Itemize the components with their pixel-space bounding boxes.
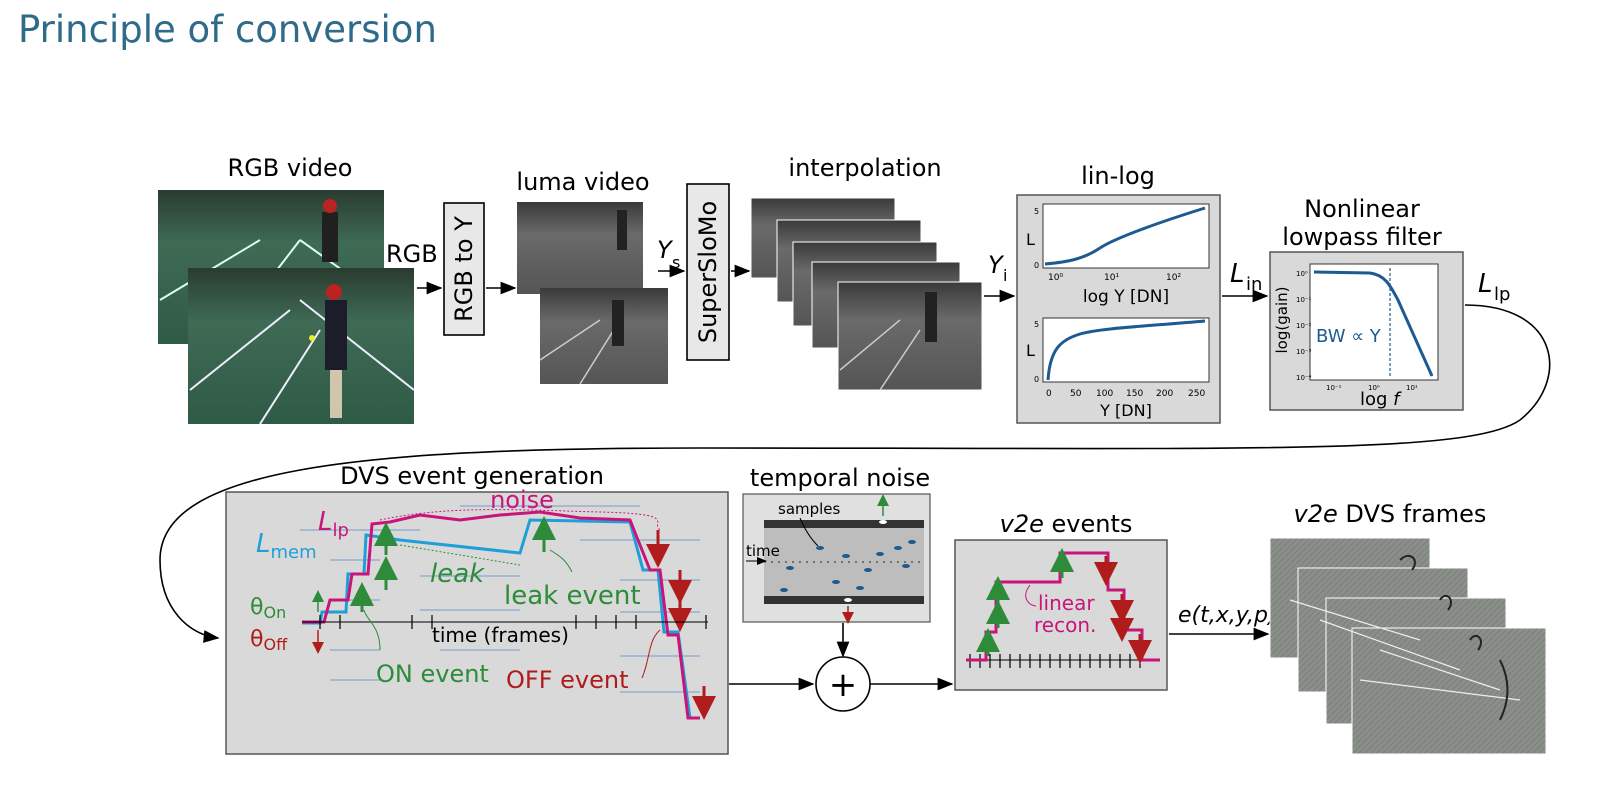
lowpass-ytick-2: 10⁻² xyxy=(1296,322,1312,330)
temporal-noise-panel: temporal noise samples time xyxy=(742,464,931,658)
dvs-leak-event-label: leak event xyxy=(504,581,641,611)
temporal-noise-title: temporal noise xyxy=(750,464,930,492)
yi-label: Y xyxy=(988,251,1005,279)
dvs-l-mem-label: Lmem xyxy=(256,529,317,563)
luma-video-title: luma video xyxy=(516,168,649,196)
dvs-title: DVS event generation xyxy=(340,462,604,490)
linlog-top-ytick-5: 5 xyxy=(1034,207,1039,216)
lowpass-xtick-0: 10⁻¹ xyxy=(1326,384,1342,392)
llp-label: L xyxy=(1478,269,1493,299)
dvs-theta-off-label: θOff xyxy=(250,627,288,654)
linlog-bottom-xtick-100: 100 xyxy=(1096,389,1113,399)
linlog-top-xtick-0: 10⁰ xyxy=(1048,273,1063,283)
temporal-noise-time-label: time xyxy=(746,542,780,560)
linlog-bottom-curve xyxy=(1046,319,1206,381)
feedback-arrow xyxy=(159,304,1551,643)
ys-signal: Y s xyxy=(657,236,686,278)
linlog-bottom-ylabel: L xyxy=(1026,341,1035,360)
v2e-events-panel: v2e events linear recon xyxy=(954,510,1168,691)
v2e-off-arrows xyxy=(1094,556,1152,664)
linlog-panel: lin-log L 5 0 10⁰ 10¹ 10² log Y [DN] L 5… xyxy=(1016,162,1221,424)
lowpass-ytick-3: 10⁻³ xyxy=(1296,348,1312,356)
superslomo-label: SuperSloMo xyxy=(694,201,722,343)
lowpass-xlabel: log f xyxy=(1360,389,1402,410)
lowpass-ytick-1: 10⁻¹ xyxy=(1296,296,1312,304)
dvs-leak-label: leak xyxy=(430,559,485,589)
dvs-off-event-label: OFF event xyxy=(506,666,628,694)
v2e-time-ticks xyxy=(969,654,1141,668)
noise-samples xyxy=(780,540,916,592)
linlog-bottom-xtick-250: 250 xyxy=(1188,389,1205,399)
page-title: Principle of conversion xyxy=(18,8,437,51)
rgb-video-title: RGB video xyxy=(228,154,353,182)
rgb-frame-front xyxy=(188,268,415,425)
v2e-on-arrows xyxy=(976,548,1074,656)
interpolation-title: interpolation xyxy=(788,154,941,182)
linlog-top-ylabel: L xyxy=(1026,230,1035,249)
lowpass-xtick-1: 10⁰ xyxy=(1368,384,1380,392)
linlog-bottom-xtick-200: 200 xyxy=(1156,389,1173,399)
temporal-noise-samples-label: samples xyxy=(778,500,841,518)
v2e-frames-title: v2e DVS frames xyxy=(1294,500,1487,528)
ys-label: Y xyxy=(657,236,674,264)
rgb-to-y-block: RGB to Y xyxy=(443,202,517,336)
time-axis-ticks xyxy=(319,615,707,629)
lowpass-title-line2: lowpass filter xyxy=(1282,223,1442,251)
linlog-bottom-xtick-0: 0 xyxy=(1046,389,1052,399)
lowpass-curve xyxy=(1313,270,1434,377)
output-signal: e(t,x,y,p) xyxy=(1169,603,1277,641)
superslomo-block: SuperSloMo xyxy=(686,183,751,361)
linlog-top-ytick-0: 0 xyxy=(1034,261,1039,270)
rgb-label: RGB xyxy=(386,240,438,268)
lowpass-ytick-4: 10⁻⁴ xyxy=(1296,374,1312,382)
on-event-arrows xyxy=(350,516,556,612)
output-label: e(t,x,y,p) xyxy=(1178,603,1277,628)
linlog-top-xtick-2: 10² xyxy=(1166,273,1181,283)
linlog-bottom-xtick-50: 50 xyxy=(1070,389,1082,399)
dvs-theta-on-label: θOn xyxy=(250,595,286,622)
yi-sub: i xyxy=(1003,266,1007,285)
lowpass-panel: Nonlinear lowpass filter BW ∝ Y log(gain… xyxy=(1269,195,1464,411)
dvs-time-label: time (frames) xyxy=(432,623,569,647)
dvs-on-event-label: ON event xyxy=(376,660,489,688)
l-lp-trace xyxy=(302,510,700,720)
luma-video-group: luma video xyxy=(516,168,668,385)
dvs-panel: DVS event generation xyxy=(225,462,729,755)
lin-label: L xyxy=(1230,259,1245,289)
lowpass-xtick-2: 10¹ xyxy=(1406,384,1418,392)
interpolation-frame-front xyxy=(837,281,983,391)
linlog-top-xlabel: log Y [DN] xyxy=(1083,287,1169,307)
off-event-arrows xyxy=(646,530,716,720)
lin-signal: L in xyxy=(1222,259,1269,303)
rgb-to-y-label: RGB to Y xyxy=(450,216,478,322)
lowpass-ytick-0: 10⁰ xyxy=(1296,270,1308,278)
linlog-bottom-xlabel: Y [DN] xyxy=(1099,401,1152,420)
linlog-bottom-ytick-0: 0 xyxy=(1034,375,1039,384)
linlog-bottom-xtick-150: 150 xyxy=(1126,389,1143,399)
lowpass-bw-label: BW ∝ Y xyxy=(1316,326,1382,347)
interpolation-group: interpolation xyxy=(750,154,983,391)
yi-signal: Y i xyxy=(984,251,1016,303)
v2e-recon-label-1: linear xyxy=(1038,591,1095,615)
llp-sub: lp xyxy=(1494,284,1510,305)
linlog-top-curve xyxy=(1044,206,1206,266)
dvs-l-lp-label: Llp xyxy=(318,507,349,541)
lowpass-ylabel: log(gain) xyxy=(1273,287,1291,354)
v2e-recon-label-2: recon. xyxy=(1034,613,1096,637)
sum-symbol: + xyxy=(829,665,858,705)
lowpass-title-line1: Nonlinear xyxy=(1304,195,1420,223)
sum-node: + xyxy=(815,656,954,712)
lin-sub: in xyxy=(1246,274,1262,295)
linlog-top-xtick-1: 10¹ xyxy=(1104,273,1119,283)
llp-signal: L lp xyxy=(1478,269,1510,305)
linlog-bottom-ytick-5: 5 xyxy=(1034,320,1039,329)
ys-sub: s xyxy=(672,253,680,272)
rgb-video-group: RGB video RGB xyxy=(158,154,443,425)
linlog-title: lin-log xyxy=(1081,162,1155,190)
v2e-dvs-frames: v2e DVS frames xyxy=(1269,500,1547,755)
luma-frame-front xyxy=(540,288,668,384)
v2e-events-title: v2e events xyxy=(1000,510,1133,538)
dvs-noise-label: noise xyxy=(490,486,554,514)
